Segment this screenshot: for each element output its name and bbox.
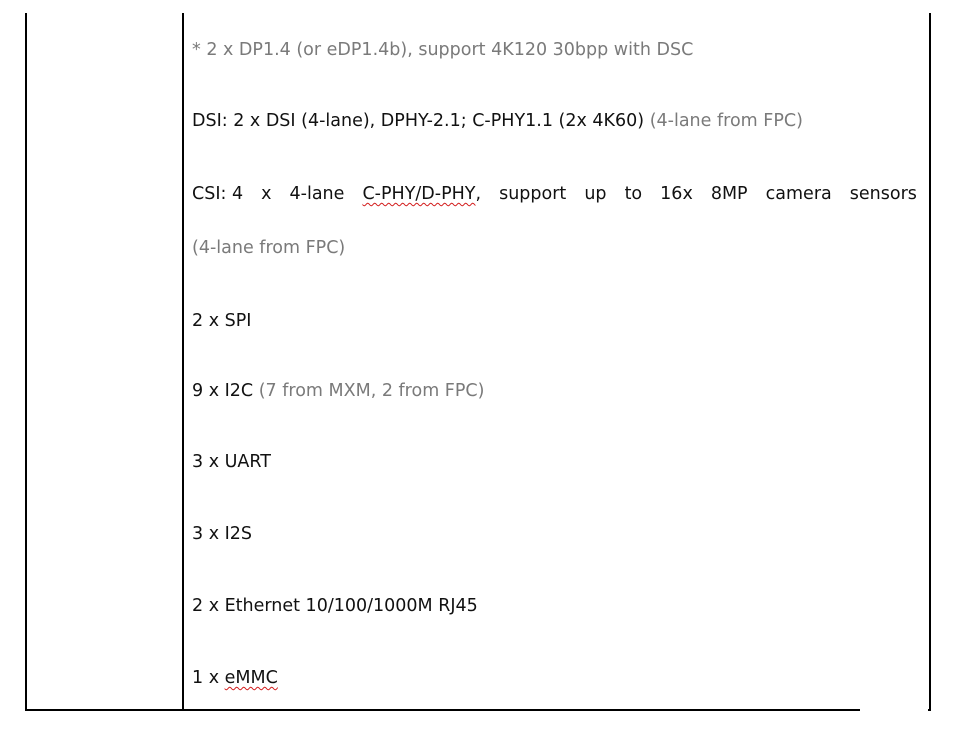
spec-dp-text: * 2 x DP1.4 (or eDP1.4b), support 4K120 …	[192, 40, 694, 60]
spec-table	[25, 13, 931, 711]
spec-csi-word: 4-lane	[289, 184, 345, 204]
spec-dp: * 2 x DP1.4 (or eDP1.4b), support 4K120 …	[192, 39, 693, 61]
spec-i2s-text: 3 x I2S	[192, 524, 253, 544]
spec-dsi-text: DSI: 2 x DSI (4-lane), DPHY-2.1; C-PHY1.…	[192, 111, 645, 131]
watermark-overlay	[860, 700, 928, 714]
spec-csi-note: (4-lane from FPC)	[192, 237, 345, 259]
spec-csi-word: up	[584, 184, 607, 204]
spec-i2c-note: (7 from MXM, 2 from FPC)	[253, 381, 485, 401]
spec-uart: 3 x UART	[192, 451, 271, 473]
spec-i2s: 3 x I2S	[192, 523, 252, 545]
spec-csi-note-text: (4-lane from FPC)	[192, 238, 346, 258]
spec-csi-word: CSI: 4	[192, 184, 244, 204]
spec-csi-word: sensors	[849, 184, 917, 204]
spec-i2c: 9 x I2C (7 from MXM, 2 from FPC)	[192, 380, 484, 402]
spec-csi-phy: C-PHY/D-PHY	[362, 184, 476, 204]
spec-csi-word: to	[624, 184, 643, 204]
spec-csi-word: camera	[765, 184, 832, 204]
spec-emmc-text: eMMC	[224, 668, 278, 688]
spec-spi-text: 2 x SPI	[192, 311, 252, 331]
spec-csi-word: support	[499, 184, 567, 204]
spec-emmc: 1 x eMMC	[192, 667, 278, 689]
spec-csi-comma: ,	[475, 184, 482, 204]
spec-csi: CSI: 4 x 4-lane C-PHY/D-PHY, support up …	[192, 183, 917, 205]
spec-ethernet-text: 2 x Ethernet 10/100/1000M RJ45	[192, 596, 478, 616]
spec-dsi: DSI: 2 x DSI (4-lane), DPHY-2.1; C-PHY1.…	[192, 110, 803, 132]
spec-csi-word: 8MP	[710, 184, 748, 204]
spec-i2c-text: 9 x I2C	[192, 381, 254, 401]
spec-dsi-note: (4-lane from FPC)	[644, 111, 803, 131]
spec-uart-text: 3 x UART	[192, 452, 271, 472]
spec-spi: 2 x SPI	[192, 310, 251, 332]
spec-emmc-prefix: 1 x	[192, 668, 225, 688]
spec-csi-word: 16x	[660, 184, 693, 204]
column-divider	[182, 13, 184, 709]
spec-ethernet: 2 x Ethernet 10/100/1000M RJ45	[192, 595, 478, 617]
spec-csi-word: x	[261, 184, 272, 204]
